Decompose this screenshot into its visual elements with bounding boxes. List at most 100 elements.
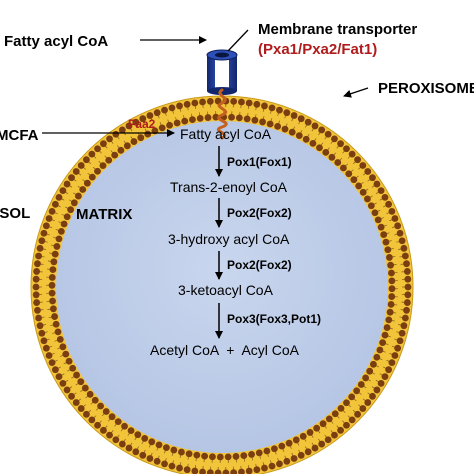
lipid-head: [121, 422, 128, 430]
lipid-head: [253, 100, 261, 108]
lipid-head: [94, 167, 101, 175]
lipid-head: [63, 180, 71, 188]
lipid-head: [137, 134, 145, 142]
lipid-head: [232, 453, 240, 460]
lipid-head: [106, 135, 113, 143]
lipid-head: [285, 439, 293, 447]
lipid-head: [388, 359, 396, 367]
lipid-head: [139, 115, 147, 123]
lipid-head: [302, 135, 310, 143]
lipid-head: [387, 261, 394, 269]
lipid-head: [183, 466, 191, 474]
lipid-head: [118, 126, 126, 134]
lipid-head: [261, 102, 268, 110]
lipid-head: [99, 162, 107, 169]
lipid-head: [369, 392, 376, 400]
lipid-head: [38, 237, 46, 245]
lipid-head: [132, 118, 140, 126]
lipid-head: [88, 416, 96, 424]
lipid-head: [91, 396, 99, 404]
lipid-head: [268, 104, 276, 112]
lipid-head: [248, 451, 255, 458]
lipid-head: [42, 344, 50, 352]
lipid-head: [35, 252, 43, 260]
substrate-trans-2-enoyl-coa: Trans-2-enoyl CoA: [170, 179, 288, 195]
lipid-head: [81, 384, 89, 392]
lipid-head: [162, 444, 170, 452]
lipid-head: [153, 457, 161, 465]
lipid-head: [88, 173, 96, 181]
lipid-head: [48, 359, 56, 367]
lipid-head: [276, 106, 283, 114]
lipid-head: [51, 366, 59, 374]
lipid-head: [33, 299, 41, 306]
lipid-head: [290, 112, 298, 119]
lipid-head: [35, 314, 43, 322]
lipid-head: [68, 174, 75, 182]
membrane-transporter-icon: [206, 49, 238, 95]
lipid-head: [381, 193, 389, 201]
lipid-head: [357, 381, 365, 388]
lipid-head: [261, 464, 268, 472]
lipid-head: [224, 453, 232, 461]
lipid-head: [45, 215, 53, 222]
lipid-head: [343, 421, 350, 429]
lipid-head: [55, 193, 63, 201]
lipid-head: [319, 420, 327, 428]
lipid-head: [359, 405, 367, 412]
lipid-head: [50, 258, 58, 266]
mcfa-label: MCFA: [0, 127, 39, 144]
lipid-head: [391, 215, 399, 222]
lipid-head: [183, 100, 191, 108]
lipid-head: [222, 469, 230, 474]
lipid-head: [394, 222, 402, 230]
lipid-head: [97, 402, 104, 410]
lipid-head: [322, 148, 330, 156]
lipid-head: [161, 106, 168, 114]
lipid-head: [334, 159, 342, 166]
lipid-head: [50, 305, 57, 313]
lipid-head: [380, 231, 388, 238]
lipid-head: [168, 462, 176, 470]
lipid-head: [55, 235, 63, 243]
lipid-head: [206, 97, 214, 105]
lipid-head: [324, 436, 332, 444]
lipid-head: [94, 421, 101, 429]
lipid-head: [367, 202, 375, 210]
lipid-head: [304, 448, 312, 456]
lipid-head: [32, 291, 40, 299]
lipid-head: [387, 300, 395, 308]
lipid-head: [52, 320, 60, 328]
lipid-head: [117, 146, 125, 154]
matrix-label: MATRIX: [76, 206, 132, 223]
cytosol-label: CYTOSOL: [0, 205, 30, 222]
lipid-head: [125, 122, 133, 130]
lipid-head: [38, 329, 46, 337]
fatty-acyl-coa-outside-label: Fatty acyl CoA: [4, 33, 108, 50]
lipid-head: [382, 238, 390, 246]
lipid-head: [366, 367, 374, 375]
lipid-head: [373, 180, 381, 188]
lipid-head: [77, 162, 85, 169]
lipid-head: [304, 118, 312, 126]
lipid-head: [370, 360, 377, 368]
lipid-head: [396, 229, 404, 237]
lipid-head: [386, 308, 394, 316]
lipid-head: [77, 405, 85, 412]
lipid-head: [144, 130, 152, 138]
lipid-head: [396, 337, 404, 345]
lipid-head: [295, 132, 303, 139]
lipid-head: [185, 450, 193, 458]
lipid-head: [354, 410, 361, 418]
substrate-acetyl-coa-acyl-coa: Acetyl CoA + Acyl CoA: [150, 342, 300, 358]
lipid-heads-inner: [46, 111, 398, 463]
lipid-head: [316, 144, 323, 152]
lipid-head: [404, 283, 412, 291]
lipid-head: [73, 371, 80, 379]
lipid-head: [318, 440, 326, 448]
substrate-fatty-acyl-coa: Fatty acyl CoA: [180, 126, 272, 142]
lipid-head: [376, 346, 384, 354]
lipid-head: [263, 447, 271, 455]
lipid-head: [139, 451, 147, 459]
lipid-head: [388, 293, 396, 300]
